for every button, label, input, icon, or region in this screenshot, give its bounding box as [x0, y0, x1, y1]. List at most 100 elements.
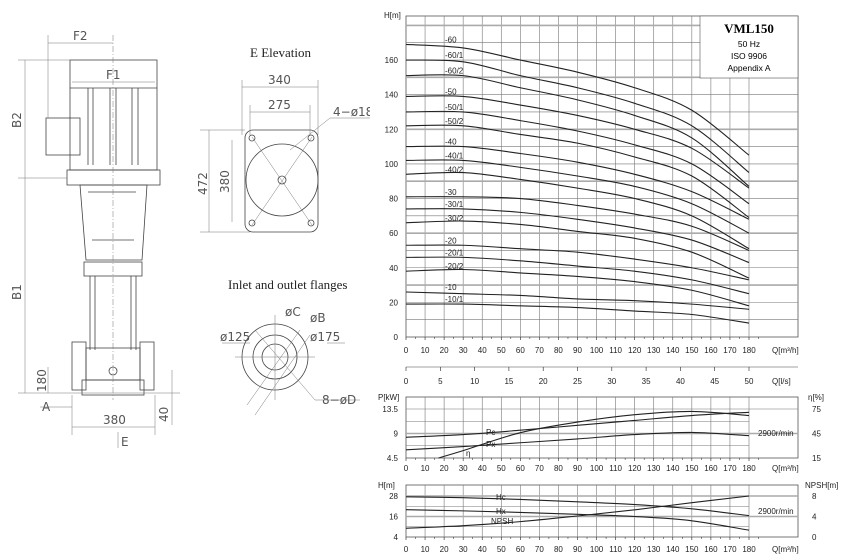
y-right-tick-label: 4: [812, 513, 817, 522]
x-tick-label: 180: [742, 545, 756, 554]
curve-hx: [405, 509, 750, 531]
y-tick-label: 20: [389, 298, 398, 307]
curve-10-1: [405, 303, 750, 324]
x-tick-label: 70: [535, 346, 544, 355]
dim-oc: øC: [285, 305, 301, 319]
curve-20-1: [405, 256, 750, 295]
curve-50: [405, 95, 750, 189]
dim-340: 340: [268, 73, 291, 87]
dimension-lines: [18, 35, 180, 448]
curve-efficiency: [438, 410, 750, 459]
x2-tick-label: 20: [539, 377, 548, 386]
x-tick-label: 140: [666, 346, 680, 355]
curve-label: -30/2: [445, 214, 464, 223]
dim-472: 472: [196, 172, 210, 195]
elevation-view: [200, 80, 370, 233]
dim-380: 380: [103, 413, 126, 427]
x-tick-label: 130: [647, 545, 661, 554]
x-tick-label: 60: [516, 464, 525, 473]
dim-b2: B2: [10, 112, 24, 128]
speed-label: 2900r/min: [758, 507, 794, 516]
x-tick-label: 120: [628, 464, 642, 473]
x-tick-label: 100: [590, 346, 604, 355]
appendix: Appendix A: [727, 63, 770, 73]
y-right-tick-label: 15: [812, 454, 821, 463]
x-axis-label: Q[m³/h]: [772, 545, 799, 554]
curve-label: -60: [445, 35, 457, 44]
x-tick-label: 30: [459, 464, 468, 473]
x-tick-label: 0: [404, 464, 409, 473]
dim-o125: ø125: [220, 330, 250, 344]
curve-40-1: [405, 159, 750, 234]
x-tick-label: 140: [666, 545, 680, 554]
dim-ob: øB: [310, 311, 326, 325]
y-tick-label: 160: [385, 56, 399, 65]
x2-tick-label: 30: [607, 377, 616, 386]
y-tick-label: 60: [389, 229, 398, 238]
legend-box: VML150 50 Hz ISO 9906 Appendix A: [699, 15, 799, 79]
elevation-title: E Elevation: [250, 45, 312, 60]
x2-tick-label: 25: [573, 377, 582, 386]
curve-label: -20: [445, 236, 457, 245]
curve-label-hc: Hc: [496, 493, 506, 502]
speed-label: 2900r/min: [758, 429, 794, 438]
x-tick-label: 150: [685, 464, 699, 473]
plot-area: [405, 15, 799, 338]
curve-50-1: [405, 110, 750, 205]
curve-20: [405, 244, 750, 281]
x-tick-label: 100: [590, 545, 604, 554]
model-name: VML150: [724, 21, 774, 36]
curve-40-2: [405, 171, 750, 250]
x-tick-label: 30: [459, 545, 468, 554]
x-tick-label: 110: [609, 464, 622, 473]
curve-npsh: [405, 495, 750, 529]
y-tick-label: 13.5: [382, 405, 398, 414]
x-tick-label: 40: [478, 464, 487, 473]
y-axis-label: H[m]: [384, 11, 401, 20]
curve-60-2: [405, 74, 750, 187]
curve-label: -10: [445, 283, 457, 292]
x-tick-label: 170: [723, 464, 737, 473]
pump-side-view: [45, 35, 161, 400]
curve-label: -30/1: [445, 200, 464, 209]
y-tick-label-0: 0: [394, 333, 399, 342]
dim-180: 180: [35, 369, 49, 392]
curve-label-hx: Hx: [496, 507, 506, 516]
x-tick-label: 160: [704, 545, 718, 554]
x-tick-label: 110: [609, 545, 622, 554]
x-tick-label: 180: [742, 464, 756, 473]
dim-holes: 4−ø18: [333, 105, 370, 119]
curve-label: -20/1: [445, 248, 464, 257]
x2-tick-label: 40: [676, 377, 685, 386]
x2-tick-label: 50: [745, 377, 754, 386]
plot-area: [405, 396, 799, 459]
x2-tick-label: 15: [504, 377, 513, 386]
x-tick-label: 40: [478, 346, 487, 355]
x2-tick-label: 35: [642, 377, 651, 386]
frequency: 50 Hz: [738, 39, 760, 49]
curve-label: -60/1: [445, 51, 464, 60]
curve-Px: [405, 431, 750, 451]
x-tick-label: 30: [459, 346, 468, 355]
y-tick-label: 28: [389, 492, 398, 501]
y-tick-label: 40: [389, 264, 398, 273]
x-tick-label: 180: [742, 346, 756, 355]
curve-60-1: [405, 59, 750, 173]
y-right-tick-label: 75: [812, 405, 821, 414]
x-tick-label: 160: [704, 464, 718, 473]
x-tick-label: 120: [628, 346, 642, 355]
curve-label: -40: [445, 138, 457, 147]
flange-view: [222, 315, 360, 416]
curve-label: -50/1: [445, 103, 464, 112]
x-tick-label: 10: [421, 545, 430, 554]
y-right-tick-label: 8: [812, 492, 817, 501]
curve-label: -40/2: [445, 165, 464, 174]
y-right-tick-label: 0: [812, 533, 817, 542]
y-axis-label: H[m]: [378, 481, 395, 490]
curve-20-2: [405, 268, 750, 307]
x-tick-label: 0: [404, 346, 409, 355]
curve-40: [405, 145, 750, 220]
